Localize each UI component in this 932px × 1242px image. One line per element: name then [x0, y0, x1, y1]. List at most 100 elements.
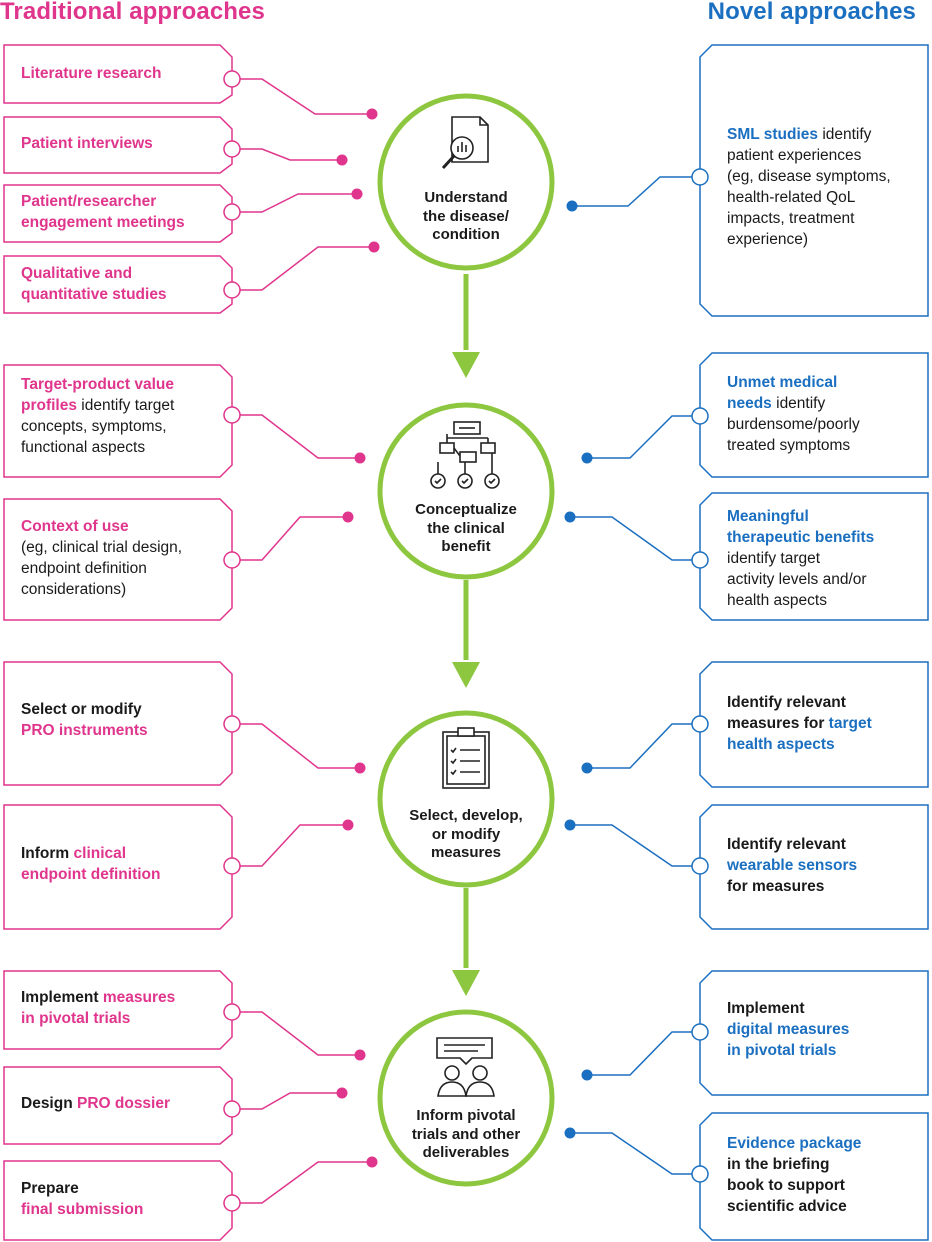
traditional-connector-4	[232, 246, 374, 291]
novel-dot-1	[566, 200, 578, 212]
stage-2-line-2: the clinical	[427, 519, 505, 537]
stage-1-line-2: the disease/	[423, 207, 509, 225]
traditional-connector-1	[232, 78, 372, 115]
unmet-line-4: treated symptoms	[727, 437, 851, 454]
unmet-line-2-rest: identify	[771, 395, 826, 412]
design-dossier-highlight: PRO dossier	[76, 1095, 171, 1112]
flowchart-checklist-icon	[430, 421, 500, 489]
stage-label-4: Inform pivotal trials and other delivera…	[396, 1107, 536, 1163]
traditional-connector-9	[232, 1011, 360, 1056]
context-of-use-line-2: (eg, clinical trial design,	[21, 539, 183, 556]
traditional-port-8	[223, 857, 241, 875]
traditional-port-7	[223, 715, 241, 733]
implement-measures-line-2: in pivotal trials	[21, 1010, 131, 1027]
sml-line-2: patient experiences	[727, 147, 862, 164]
wearable-line-2: wearable sensors	[727, 857, 858, 874]
wearable-line-1: Identify relevant	[727, 836, 846, 853]
traditional-box-qualitative-quantitative	[3, 255, 233, 314]
stage-3-line-3: measures	[430, 844, 502, 861]
inform-clinical-highlight: clinical	[73, 845, 127, 862]
traditional-dot-10	[336, 1087, 348, 1099]
novel-box-sml-studies	[699, 44, 929, 317]
novel-text-1: SML studies identify patient experiences…	[727, 124, 891, 250]
traditional-port-10	[223, 1100, 241, 1118]
inform-clinical-line-2: endpoint definition	[21, 866, 161, 883]
evidence-line-4: scientific advice	[727, 1198, 847, 1215]
novel-connector-7	[570, 1132, 700, 1175]
prepare-line-1: Prepare	[21, 1180, 79, 1197]
traditional-port-6	[223, 551, 241, 569]
target-product-line-1: Target-product value	[21, 376, 175, 393]
traditional-box-final-submission	[3, 1160, 233, 1241]
novel-text-7: Evidence package in the briefing book to…	[727, 1133, 861, 1217]
therapeutic-line-1: Meaningful	[727, 508, 809, 525]
target-product-line-2-rest: identify target	[76, 397, 175, 414]
target-health-line-2-highlight: target	[828, 715, 872, 732]
novel-port-5	[691, 857, 709, 875]
stage-1-line-1: Understand	[424, 189, 508, 206]
traditional-dot-1	[366, 108, 378, 120]
traditional-port-3	[223, 203, 241, 221]
novel-approaches-header: Novel approaches	[707, 0, 916, 25]
stage-circle-3	[377, 710, 555, 888]
novel-dot-5	[564, 819, 576, 831]
stage-connector-1	[452, 274, 480, 378]
novel-port-7	[691, 1165, 709, 1183]
traditional-dot-11	[366, 1156, 378, 1168]
traditional-box-pro-dossier	[3, 1066, 233, 1145]
novel-connector-2	[587, 415, 700, 459]
prepare-line-2: final submission	[21, 1201, 144, 1218]
novel-port-3	[691, 551, 709, 569]
traditional-text-2: Patient interviews	[21, 133, 153, 154]
clipboard-checklist-icon	[442, 727, 490, 789]
traditional-connector-2	[232, 148, 342, 161]
therapeutic-line-4: activity levels and/or	[727, 571, 867, 588]
target-health-line-3: health aspects	[727, 736, 835, 753]
traditional-dot-5	[354, 452, 366, 464]
context-of-use-line-4: considerations)	[21, 581, 127, 598]
sml-line-4: health-related QoL	[727, 189, 856, 206]
stage-connector-2	[452, 580, 480, 688]
traditional-dot-6	[342, 511, 354, 523]
novel-box-unmet-needs	[699, 352, 929, 478]
traditional-connector-7	[232, 723, 360, 769]
implement-measures-highlight: measures	[102, 989, 176, 1006]
traditional-box-target-product-value	[3, 364, 233, 478]
traditional-connector-5	[232, 414, 360, 459]
unmet-line-2-bold: needs	[727, 395, 772, 412]
novel-dot-7	[564, 1127, 576, 1139]
target-product-line-4: functional aspects	[21, 439, 146, 456]
traditional-dot-7	[354, 762, 366, 774]
traditional-box-clinical-endpoint	[3, 804, 233, 930]
therapeutic-line-3: identify target	[727, 550, 821, 567]
traditional-box-patient-interviews	[3, 116, 233, 174]
traditional-text-3: Patient/researcher engagement meetings	[21, 191, 185, 233]
traditional-box-context-of-use	[3, 498, 233, 621]
novel-dot-2	[581, 452, 593, 464]
stage-4-line-3: deliverables	[422, 1144, 510, 1161]
engagement-line-2: engagement meetings	[21, 214, 185, 231]
novel-text-3: Meaningful therapeutic benefits identify…	[727, 506, 874, 611]
digital-measures-line-2: digital measures	[727, 1021, 850, 1038]
novel-text-6: Implement digital measures in pivotal tr…	[727, 998, 849, 1061]
stage-circle-4	[377, 1009, 555, 1187]
traditional-dot-2	[336, 154, 348, 166]
inform-clinical-prefix: Inform	[21, 845, 74, 862]
novel-text-4: Identify relevant measures for target he…	[727, 692, 872, 755]
evidence-line-3: book to support	[727, 1177, 845, 1194]
select-modify-line-1: Select or modify	[21, 701, 142, 718]
traditional-port-2	[223, 140, 241, 158]
digital-measures-line-1: Implement	[727, 1000, 805, 1017]
sml-line-5: impacts, treatment	[727, 210, 855, 227]
traditional-text-8: Inform clinical endpoint definition	[21, 843, 160, 885]
evidence-line-2: in the briefing	[727, 1156, 830, 1173]
traditional-connector-6	[232, 516, 348, 561]
traditional-box-measures-pivotal	[3, 970, 233, 1050]
traditional-port-1	[223, 70, 241, 88]
traditional-box-pro-instruments	[3, 661, 233, 786]
traditional-dot-3	[351, 188, 363, 200]
stage-4-line-1: Inform pivotal	[416, 1107, 516, 1124]
traditional-port-5	[223, 406, 241, 424]
traditional-text-4: Qualitative and quantitative studies	[21, 263, 167, 305]
stage-connector-3	[452, 888, 480, 996]
